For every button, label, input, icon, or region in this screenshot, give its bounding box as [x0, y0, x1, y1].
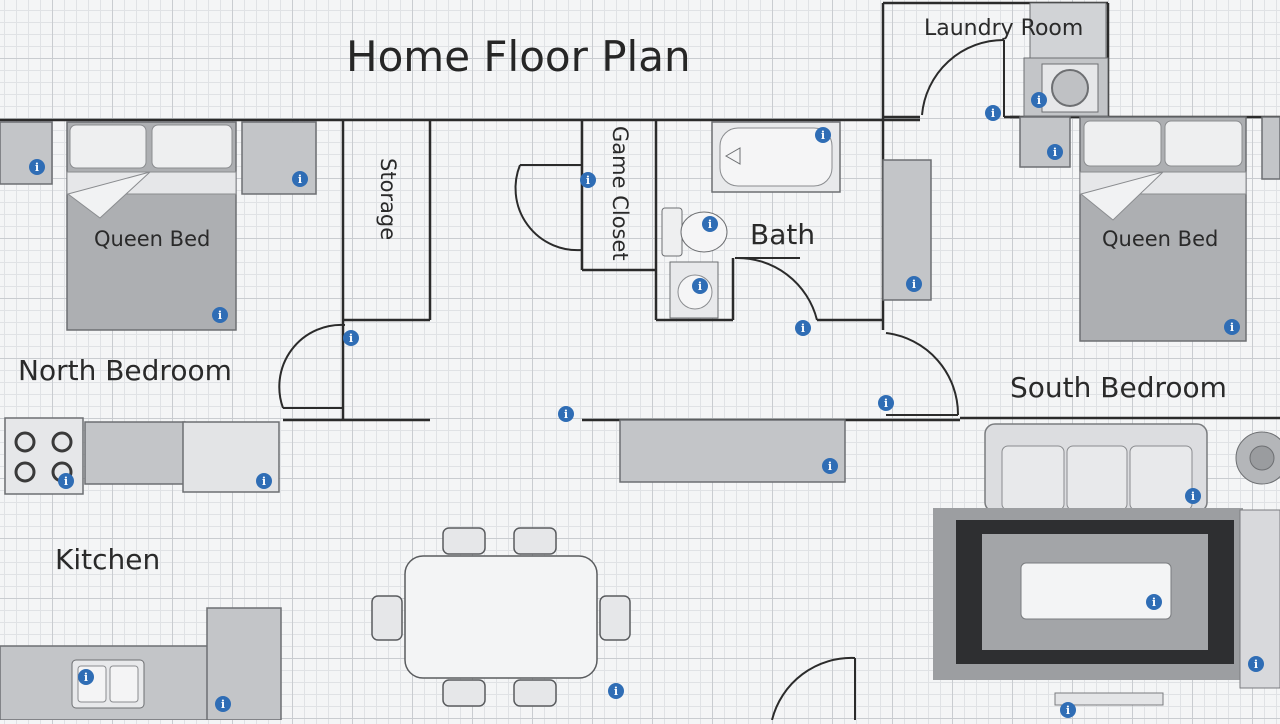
- info-icon[interactable]: i: [558, 406, 574, 422]
- bed-north-drawing: [66, 121, 237, 331]
- info-icon[interactable]: i: [58, 473, 74, 489]
- info-icon[interactable]: i: [292, 171, 308, 187]
- info-glyph: i: [1191, 490, 1195, 503]
- dining-set: [371, 527, 631, 707]
- info-glyph: i: [564, 408, 568, 421]
- info-glyph: i: [1254, 658, 1258, 671]
- info-icon[interactable]: i: [256, 473, 272, 489]
- info-glyph: i: [614, 685, 618, 698]
- info-icon[interactable]: i: [815, 127, 831, 143]
- info-icon[interactable]: i: [1224, 319, 1240, 335]
- info-glyph: i: [912, 278, 916, 291]
- info-glyph: i: [586, 174, 590, 187]
- toilet: [661, 207, 728, 257]
- info-glyph: i: [1230, 321, 1234, 334]
- rug: [933, 508, 1243, 680]
- info-icon[interactable]: i: [1146, 594, 1162, 610]
- info-glyph: i: [821, 129, 825, 142]
- room-label-bath: Bath: [750, 218, 816, 251]
- info-glyph: i: [221, 698, 225, 711]
- info-glyph: i: [64, 475, 68, 488]
- info-badges: i i i i i i i i i i i i i i i i i i i i …: [29, 92, 1264, 718]
- info-glyph: i: [262, 475, 266, 488]
- furniture-label-queen-bed-south: Queen Bed: [1102, 227, 1219, 251]
- info-glyph: i: [991, 107, 995, 120]
- info-icon[interactable]: i: [692, 278, 708, 294]
- info-icon[interactable]: i: [29, 159, 45, 175]
- info-icon[interactable]: i: [580, 172, 596, 188]
- info-icon[interactable]: i: [215, 696, 231, 712]
- info-icon[interactable]: i: [78, 669, 94, 685]
- info-glyph: i: [801, 322, 805, 335]
- info-glyph: i: [698, 280, 702, 293]
- room-label-kitchen: Kitchen: [55, 543, 161, 576]
- info-glyph: i: [84, 671, 88, 684]
- info-icon[interactable]: i: [985, 105, 1001, 121]
- info-glyph: i: [708, 218, 712, 231]
- info-icon[interactable]: i: [906, 276, 922, 292]
- furniture-label-queen-bed-north: Queen Bed: [94, 227, 211, 251]
- info-glyph: i: [298, 173, 302, 186]
- room-label-laundry: Laundry Room: [924, 16, 1084, 41]
- info-glyph: i: [218, 309, 222, 322]
- info-icon[interactable]: i: [822, 458, 838, 474]
- room-label-storage: Storage: [376, 158, 400, 241]
- plant: [1235, 431, 1280, 485]
- info-icon[interactable]: i: [702, 216, 718, 232]
- info-glyph: i: [35, 161, 39, 174]
- info-icon[interactable]: i: [1060, 702, 1076, 718]
- info-icon[interactable]: i: [608, 683, 624, 699]
- washer-dryer: [1023, 2, 1109, 117]
- plan-title: Home Floor Plan: [346, 32, 691, 81]
- info-glyph: i: [1053, 146, 1057, 159]
- tv-stand: [1054, 692, 1164, 706]
- bed-south-drawing: [1079, 116, 1247, 342]
- info-glyph: i: [828, 460, 832, 473]
- info-icon[interactable]: i: [343, 330, 359, 346]
- room-label-south-bedroom: South Bedroom: [1010, 371, 1227, 404]
- info-glyph: i: [1066, 704, 1070, 717]
- info-icon[interactable]: i: [795, 320, 811, 336]
- sofa: [984, 423, 1208, 513]
- info-icon[interactable]: i: [1248, 656, 1264, 672]
- info-glyph: i: [1152, 596, 1156, 609]
- info-glyph: i: [349, 332, 353, 345]
- room-label-game-closet: Game Closet: [608, 126, 632, 261]
- info-icon[interactable]: i: [1047, 144, 1063, 160]
- info-icon[interactable]: i: [212, 307, 228, 323]
- door-swings: [278, 38, 1005, 721]
- room-label-north-bedroom: North Bedroom: [18, 354, 232, 387]
- info-glyph: i: [1037, 94, 1041, 107]
- info-glyph: i: [884, 397, 888, 410]
- info-icon[interactable]: i: [1031, 92, 1047, 108]
- info-icon[interactable]: i: [1185, 488, 1201, 504]
- info-icon[interactable]: i: [878, 395, 894, 411]
